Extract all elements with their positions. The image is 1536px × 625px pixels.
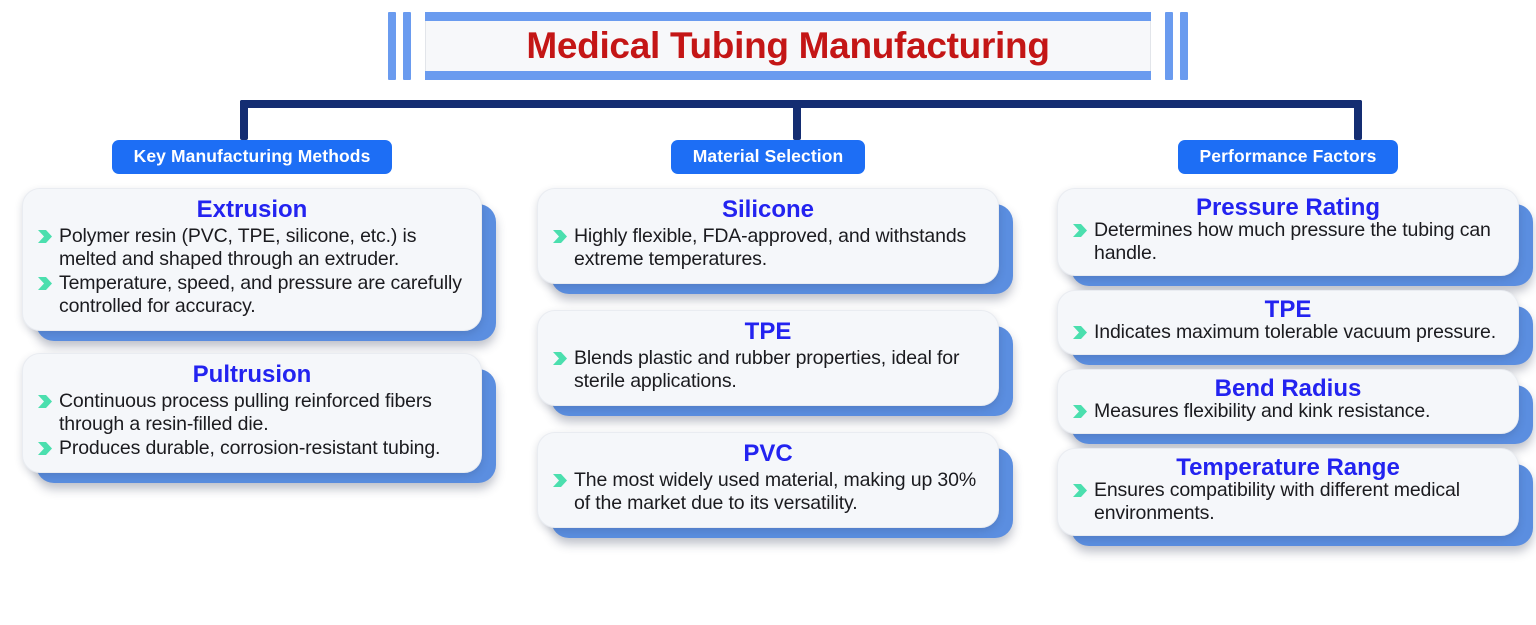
card-pressure-rating[interactable]: Pressure Rating Determines how much pres…: [1057, 188, 1533, 286]
chevron-arrow-bullet-icon: [1073, 404, 1087, 418]
card-bullet-list: Determines how much pressure the tubing …: [1072, 219, 1504, 265]
card-bullet-list: Continuous process pulling reinforced fi…: [37, 390, 467, 460]
list-item: Highly flexible, FDA-approved, and withs…: [552, 225, 984, 271]
card-face: Temperature Range Ensures compatibility …: [1057, 447, 1519, 536]
chevron-arrow-bullet-icon: [38, 277, 52, 290]
connector-stub-center: [793, 100, 801, 140]
list-item-text: Continuous process pulling reinforced fi…: [59, 389, 432, 435]
column-header-0: Key Manufacturing Methods: [22, 140, 482, 175]
list-item: Measures flexibility and kink resistance…: [1072, 400, 1504, 423]
card-temperature-range[interactable]: Temperature Range Ensures compatibility …: [1057, 447, 1533, 546]
title-inner-panel: Medical Tubing Manufacturing: [425, 21, 1151, 71]
list-item-text: Temperature, speed, and pressure are car…: [59, 272, 462, 317]
card-face: TPE Indicates maximum tolerable vacuum p…: [1057, 290, 1519, 355]
list-item-text: The most widely used material, making up…: [574, 468, 977, 514]
card-title: Extrusion: [196, 196, 308, 224]
list-item: Indicates maximum tolerable vacuum press…: [1072, 321, 1504, 344]
list-item: Polymer resin (PVC, TPE, silicone, etc.)…: [37, 225, 467, 271]
card-title: Silicone: [721, 196, 815, 224]
list-item-text: Blends plastic and rubber properties, id…: [574, 346, 960, 392]
chevron-arrow-bullet-icon: [553, 230, 567, 243]
card-face: Extrusion Polymer resin (PVC, TPE, silic…: [22, 188, 482, 331]
title-frame: Medical Tubing Manufacturing: [425, 12, 1151, 80]
list-item-text: Determines how much pressure the tubing …: [1094, 219, 1491, 264]
card-bend-radius[interactable]: Bend Radius Measures flexibility and kin…: [1057, 368, 1533, 444]
card-tpe-performance[interactable]: TPE Indicates maximum tolerable vacuum p…: [1057, 290, 1533, 365]
card-title: Pultrusion: [192, 361, 312, 388]
title-banner: Medical Tubing Manufacturing: [388, 12, 1188, 80]
list-item: Produces durable, corrosion-resistant tu…: [37, 437, 467, 460]
column-title-pill-1[interactable]: Material Selection: [670, 140, 866, 175]
list-item-text: Ensures compatibility with different med…: [1094, 478, 1460, 524]
chevron-arrow-bullet-icon: [38, 394, 52, 408]
column-header-1: Material Selection: [537, 140, 999, 175]
list-item: Continuous process pulling reinforced fi…: [37, 390, 467, 436]
title-left-bar-outer: [388, 12, 396, 80]
card-title: TPE: [744, 318, 792, 345]
list-item: The most widely used material, making up…: [552, 469, 984, 515]
card-face: Bend Radius Measures flexibility and kin…: [1057, 368, 1519, 434]
chevron-arrow-bullet-icon: [38, 230, 52, 243]
card-silicone[interactable]: Silicone Highly flexible, FDA-approved, …: [537, 188, 1013, 294]
card-face: Pressure Rating Determines how much pres…: [1057, 188, 1519, 276]
chevron-arrow-bullet-icon: [1073, 224, 1087, 237]
title-left-bar-inner: [403, 12, 411, 80]
chevron-arrow-bullet-icon: [553, 473, 567, 487]
chevron-arrow-bullet-icon: [1073, 325, 1087, 339]
connector-stub-right: [1354, 100, 1362, 140]
card-tpe-material[interactable]: TPE Blends plastic and rubber properties…: [537, 310, 1013, 416]
page-title: Medical Tubing Manufacturing: [526, 25, 1050, 66]
chevron-arrow-bullet-icon: [38, 441, 52, 455]
card-bullet-list: Polymer resin (PVC, TPE, silicone, etc.)…: [37, 225, 467, 318]
card-bullet-list: Highly flexible, FDA-approved, and withs…: [552, 225, 984, 271]
connector-bracket: [240, 100, 1362, 140]
list-item-text: Produces durable, corrosion-resistant tu…: [59, 436, 441, 459]
column-header-2: Performance Factors: [1057, 140, 1519, 175]
title-right-bar-outer: [1180, 12, 1188, 80]
card-pvc[interactable]: PVC The most widely used material, makin…: [537, 431, 1013, 538]
column-title-pill-0[interactable]: Key Manufacturing Methods: [111, 140, 393, 175]
list-item-text: Indicates maximum tolerable vacuum press…: [1094, 320, 1496, 343]
list-item: Determines how much pressure the tubing …: [1072, 219, 1504, 265]
card-bullet-list: The most widely used material, making up…: [552, 469, 984, 515]
list-item-text: Polymer resin (PVC, TPE, silicone, etc.)…: [59, 225, 417, 270]
chevron-arrow-bullet-icon: [1073, 483, 1087, 497]
card-bullet-list: Ensures compatibility with different med…: [1072, 479, 1504, 525]
card-extrusion[interactable]: Extrusion Polymer resin (PVC, TPE, silic…: [22, 188, 496, 341]
card-bullet-list: Blends plastic and rubber properties, id…: [552, 347, 984, 393]
connector-stub-left: [240, 100, 248, 140]
card-title: PVC: [743, 439, 793, 467]
column-title-pill-2[interactable]: Performance Factors: [1177, 140, 1399, 175]
card-title: Pressure Rating: [1195, 194, 1381, 222]
card-title: TPE: [1264, 296, 1312, 323]
card-pultrusion[interactable]: Pultrusion Continuous process pulling re…: [22, 353, 496, 483]
list-item: Ensures compatibility with different med…: [1072, 479, 1504, 525]
column-key-manufacturing-methods: Key Manufacturing Methods Extrusion Poly…: [22, 140, 496, 495]
list-item-text: Highly flexible, FDA-approved, and withs…: [574, 225, 967, 270]
list-item-text: Measures flexibility and kink resistance…: [1094, 399, 1431, 422]
connector-horizontal-line: [240, 100, 1362, 108]
title-top-rule: [425, 12, 1151, 21]
list-item: Temperature, speed, and pressure are car…: [37, 272, 467, 318]
columns-container: Key Manufacturing Methods Extrusion Poly…: [0, 140, 1536, 610]
card-title: Temperature Range: [1176, 453, 1400, 481]
column-material-selection: Material Selection Silicone Highly flexi…: [537, 140, 1013, 554]
chevron-arrow-bullet-icon: [553, 351, 567, 365]
card-face: Pultrusion Continuous process pulling re…: [22, 353, 482, 473]
title-right-bar-inner: [1165, 12, 1173, 80]
card-bullet-list: Measures flexibility and kink resistance…: [1072, 400, 1504, 423]
list-item: Blends plastic and rubber properties, id…: [552, 347, 984, 393]
card-face: Silicone Highly flexible, FDA-approved, …: [537, 188, 999, 284]
card-face: PVC The most widely used material, makin…: [537, 431, 999, 528]
title-bottom-rule: [425, 71, 1151, 80]
card-title: Bend Radius: [1214, 374, 1362, 402]
column-performance-factors: Performance Factors Pressure Rating Dete…: [1057, 140, 1533, 550]
card-bullet-list: Indicates maximum tolerable vacuum press…: [1072, 321, 1504, 344]
card-face: TPE Blends plastic and rubber properties…: [537, 310, 999, 406]
